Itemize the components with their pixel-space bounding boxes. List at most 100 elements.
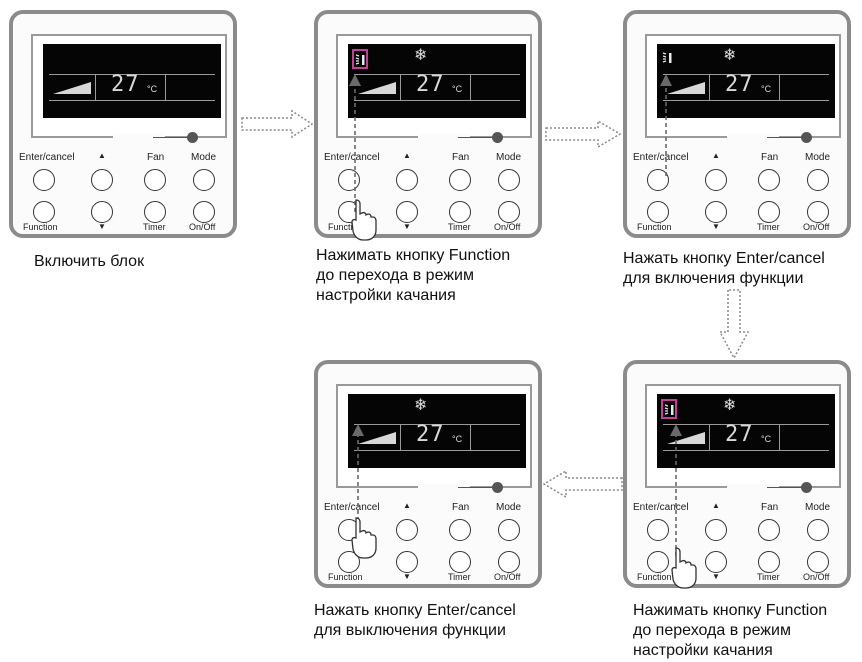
caption-line: для выключения функции <box>314 622 506 639</box>
fan-button[interactable] <box>144 169 166 191</box>
on-off-label: On/Off <box>803 572 830 582</box>
press-path-4 <box>352 424 364 528</box>
lcd-screen: ❄ 27 °C <box>348 44 526 118</box>
timer-button[interactable] <box>449 551 471 573</box>
display-frame: ❄ 27 °C <box>336 384 532 489</box>
press-path-3 <box>660 74 672 176</box>
temperature-value: 27 <box>725 72 754 97</box>
fan-label: Fan <box>452 502 470 513</box>
mode-button[interactable] <box>193 169 215 191</box>
up-button[interactable] <box>396 519 418 541</box>
function-button[interactable] <box>647 551 669 573</box>
enter-cancel-label: Enter/cancel <box>324 502 380 513</box>
indicator-led <box>187 132 198 143</box>
controller-2: ❄ 27 °C Enter/cancel ▲ Fan Mode Function… <box>314 10 542 238</box>
temperature-unit: °C <box>452 434 463 444</box>
up-label: ▲ <box>712 151 720 160</box>
snowflake-icon: ❄ <box>723 47 737 64</box>
down-button[interactable] <box>705 201 727 223</box>
on-off-button[interactable] <box>807 551 829 573</box>
indicator-led <box>492 132 503 143</box>
temperature-unit: °C <box>452 84 463 94</box>
mode-label: Mode <box>496 152 522 163</box>
caption-step-2: Нажимать кнопку Function до перехода в р… <box>316 246 510 306</box>
enter-cancel-button[interactable] <box>647 169 669 191</box>
down-button[interactable] <box>705 551 727 573</box>
down-label: ▼ <box>712 572 720 581</box>
caption-line: Нажать кнопку Enter/cancel <box>623 250 825 267</box>
swing-icon <box>661 49 677 69</box>
up-label: ▲ <box>403 151 411 160</box>
up-button[interactable] <box>705 169 727 191</box>
hand-pointer-icon <box>351 517 377 559</box>
fan-button[interactable] <box>758 169 780 191</box>
on-off-label: On/Off <box>189 222 216 232</box>
temperature-unit: °C <box>147 84 158 94</box>
mode-label: Mode <box>496 502 522 513</box>
display-frame: 27 °C <box>31 34 227 139</box>
mode-button[interactable] <box>498 169 520 191</box>
down-label: ▼ <box>98 222 106 231</box>
on-off-button[interactable] <box>498 201 520 223</box>
fan-speed-icon <box>53 82 91 94</box>
function-label: Function <box>328 572 363 582</box>
flow-arrow-1 <box>241 109 314 139</box>
fan-button[interactable] <box>449 169 471 191</box>
fan-speed-icon <box>358 82 396 94</box>
down-button[interactable] <box>396 201 418 223</box>
up-button[interactable] <box>91 169 113 191</box>
timer-label: Timer <box>448 572 471 582</box>
caption-step-3: Нажать кнопку Enter/cancel для включения… <box>623 249 825 289</box>
function-button[interactable] <box>647 201 669 223</box>
caption-line: настройки качания <box>633 642 773 659</box>
caption-step-5: Нажимать кнопку Function до перехода в р… <box>633 601 827 661</box>
down-button[interactable] <box>91 201 113 223</box>
mode-button[interactable] <box>807 169 829 191</box>
indicator-led <box>801 482 812 493</box>
fan-button[interactable] <box>758 519 780 541</box>
on-off-button[interactable] <box>807 201 829 223</box>
up-label: ▲ <box>403 501 411 510</box>
swing-icon <box>661 399 677 419</box>
down-button[interactable] <box>396 551 418 573</box>
enter-cancel-button[interactable] <box>647 519 669 541</box>
display-frame: ❄ 27 °C <box>645 34 841 139</box>
up-button[interactable] <box>705 519 727 541</box>
caption-line: настройки качания <box>316 287 456 304</box>
on-off-label: On/Off <box>803 222 830 232</box>
timer-button[interactable] <box>144 201 166 223</box>
up-button[interactable] <box>396 169 418 191</box>
on-off-button[interactable] <box>193 201 215 223</box>
snowflake-icon: ❄ <box>723 397 737 414</box>
display-frame: ❄ 27 °C <box>336 34 532 139</box>
timer-button[interactable] <box>449 201 471 223</box>
temperature-unit: °C <box>761 84 772 94</box>
mode-button[interactable] <box>498 519 520 541</box>
controller-1: 27 °C Enter/cancel ▲ Fan Mode Function ▼… <box>9 10 237 238</box>
timer-button[interactable] <box>758 201 780 223</box>
hand-pointer-icon <box>671 547 697 589</box>
caption-line: до перехода в режим <box>633 622 791 639</box>
caption-line: до перехода в режим <box>316 267 474 284</box>
temperature-value: 27 <box>416 72 445 97</box>
fan-label: Fan <box>147 152 165 163</box>
press-path-2 <box>349 74 361 212</box>
enter-cancel-button[interactable] <box>33 169 55 191</box>
controller-3: ❄ 27 °C Enter/cancel ▲ Fan Mode Function… <box>623 10 851 238</box>
function-button[interactable] <box>338 551 360 573</box>
timer-button[interactable] <box>758 551 780 573</box>
timer-label: Timer <box>448 222 471 232</box>
fan-label: Fan <box>761 152 779 163</box>
mode-button[interactable] <box>807 519 829 541</box>
flow-arrow-4 <box>542 469 623 499</box>
down-label: ▼ <box>403 572 411 581</box>
function-button[interactable] <box>33 201 55 223</box>
caption-line: Нажимать кнопку Function <box>316 247 511 264</box>
mode-label: Mode <box>805 152 831 163</box>
enter-cancel-label: Enter/cancel <box>633 502 689 513</box>
on-off-button[interactable] <box>498 551 520 573</box>
fan-button[interactable] <box>449 519 471 541</box>
mode-label: Mode <box>191 152 217 163</box>
function-label: Function <box>637 572 672 582</box>
temperature-value: 27 <box>416 422 445 447</box>
